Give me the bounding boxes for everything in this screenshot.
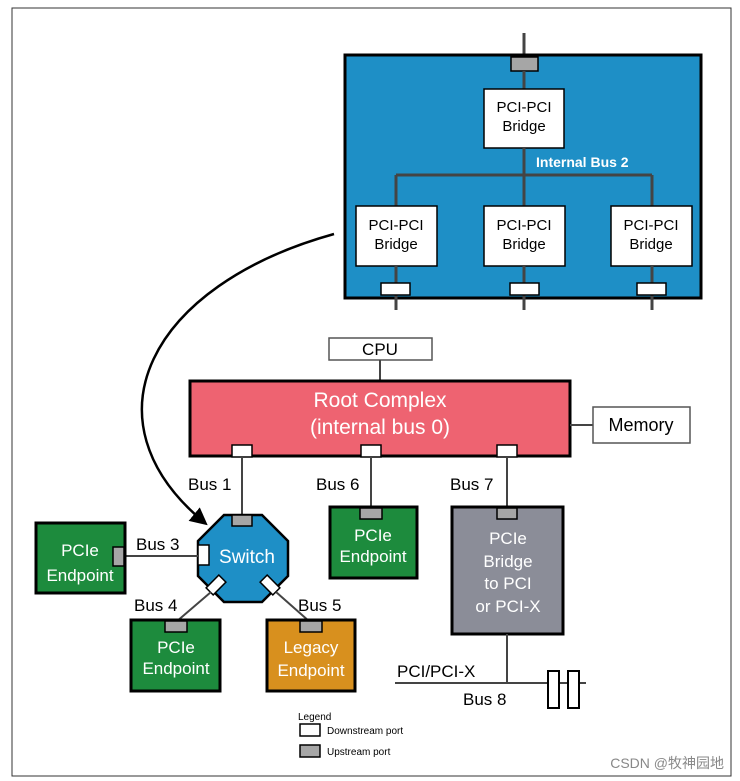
bus-4-label: Bus 4 xyxy=(134,596,177,615)
switch-upstream-port-small xyxy=(231,514,253,527)
ep-bus4-label-2: Endpoint xyxy=(142,659,209,678)
pcie-to-pci-bridge xyxy=(450,505,565,636)
ep-bus4-upstream-port xyxy=(164,620,188,633)
bus-5-label: Bus 5 xyxy=(298,596,341,615)
watermark: CSDN @牧神园地 xyxy=(610,755,724,771)
bridge-1-label-2: Bridge xyxy=(374,236,417,253)
pci-slot-1 xyxy=(547,670,560,709)
legacy-label-2: Endpoint xyxy=(277,661,344,680)
memory-box xyxy=(592,406,691,444)
legacy-label-1: Legacy xyxy=(284,638,339,657)
bus-5-line xyxy=(275,591,311,623)
ep-bus3-label-2: Endpoint xyxy=(46,566,113,585)
downstream-port-3 xyxy=(636,282,667,296)
bridge-3 xyxy=(610,205,693,267)
pci-bus-label: PCI/PCI-X xyxy=(397,662,475,681)
bridge-top-label-2: Bridge xyxy=(502,118,545,135)
rc-port-bus1 xyxy=(231,444,253,458)
bus-8-label: Bus 8 xyxy=(463,690,506,709)
bridge-3-label-2: Bridge xyxy=(629,236,672,253)
ep-bus3-upstream-port xyxy=(112,546,125,567)
switch-port-bus3 xyxy=(197,544,210,566)
internal-bus-2-label: Internal Bus 2 xyxy=(536,154,629,170)
bridge-label-1: PCIe xyxy=(489,529,527,548)
root-complex-label-1: Root Complex xyxy=(313,389,447,412)
rc-port-bus7 xyxy=(496,444,518,458)
bridge-1 xyxy=(355,205,438,267)
pcie-endpoint-bus3 xyxy=(34,521,127,595)
root-complex-label-2: (internal bus 0) xyxy=(310,416,450,439)
bridge-label-4: or PCI-X xyxy=(475,597,540,616)
legend-upstream-swatch xyxy=(299,744,321,758)
root-complex-box xyxy=(188,379,572,458)
memory-label: Memory xyxy=(608,415,673,435)
ep-bus6-upstream-port xyxy=(359,507,383,520)
bus-7-label: Bus 7 xyxy=(450,475,493,494)
cpu-label: CPU xyxy=(362,340,398,359)
bridge-1-label-1: PCI-PCI xyxy=(368,217,423,234)
outer-frame xyxy=(11,7,732,777)
legend-downstream-label: Downstream port xyxy=(327,726,403,737)
downstream-port-1 xyxy=(380,282,411,296)
rc-port-bus6 xyxy=(360,444,382,458)
bus-1-label: Bus 1 xyxy=(188,475,231,494)
zoom-arrow xyxy=(140,232,335,526)
bridge-2-label-2: Bridge xyxy=(502,236,545,253)
ep-bus6-label-2: Endpoint xyxy=(339,547,406,566)
legend-downstream-swatch xyxy=(299,723,321,737)
ep-bus4-label-1: PCIe xyxy=(157,638,195,657)
bridge-2 xyxy=(483,205,566,267)
bridge-label-2: Bridge xyxy=(483,552,532,571)
ep-bus6-label-1: PCIe xyxy=(354,526,392,545)
bus-3-label: Bus 3 xyxy=(136,535,179,554)
pci-slot-2 xyxy=(567,670,580,709)
bridge-label-3: to PCI xyxy=(484,574,531,593)
bridge-2-label-1: PCI-PCI xyxy=(496,217,551,234)
legacy-upstream-port xyxy=(299,620,323,633)
switch-port-bus5 xyxy=(259,574,281,596)
bridge-upstream-port xyxy=(496,507,518,520)
bus-4-line xyxy=(175,591,212,623)
ep-bus3-label-1: PCIe xyxy=(61,541,99,560)
legend-upstream-label: Upstream port xyxy=(327,747,391,758)
bus-6-label: Bus 6 xyxy=(316,475,359,494)
bridge-3-label-1: PCI-PCI xyxy=(623,217,678,234)
legend-title: Legend xyxy=(298,712,331,723)
bridge-top xyxy=(483,88,565,149)
switch-upstream-port xyxy=(510,56,539,72)
switch-label: Switch xyxy=(219,547,275,568)
bridge-top-label-1: PCI-PCI xyxy=(496,99,551,116)
downstream-port-2 xyxy=(509,282,540,296)
switch-port-bus4 xyxy=(205,574,227,596)
